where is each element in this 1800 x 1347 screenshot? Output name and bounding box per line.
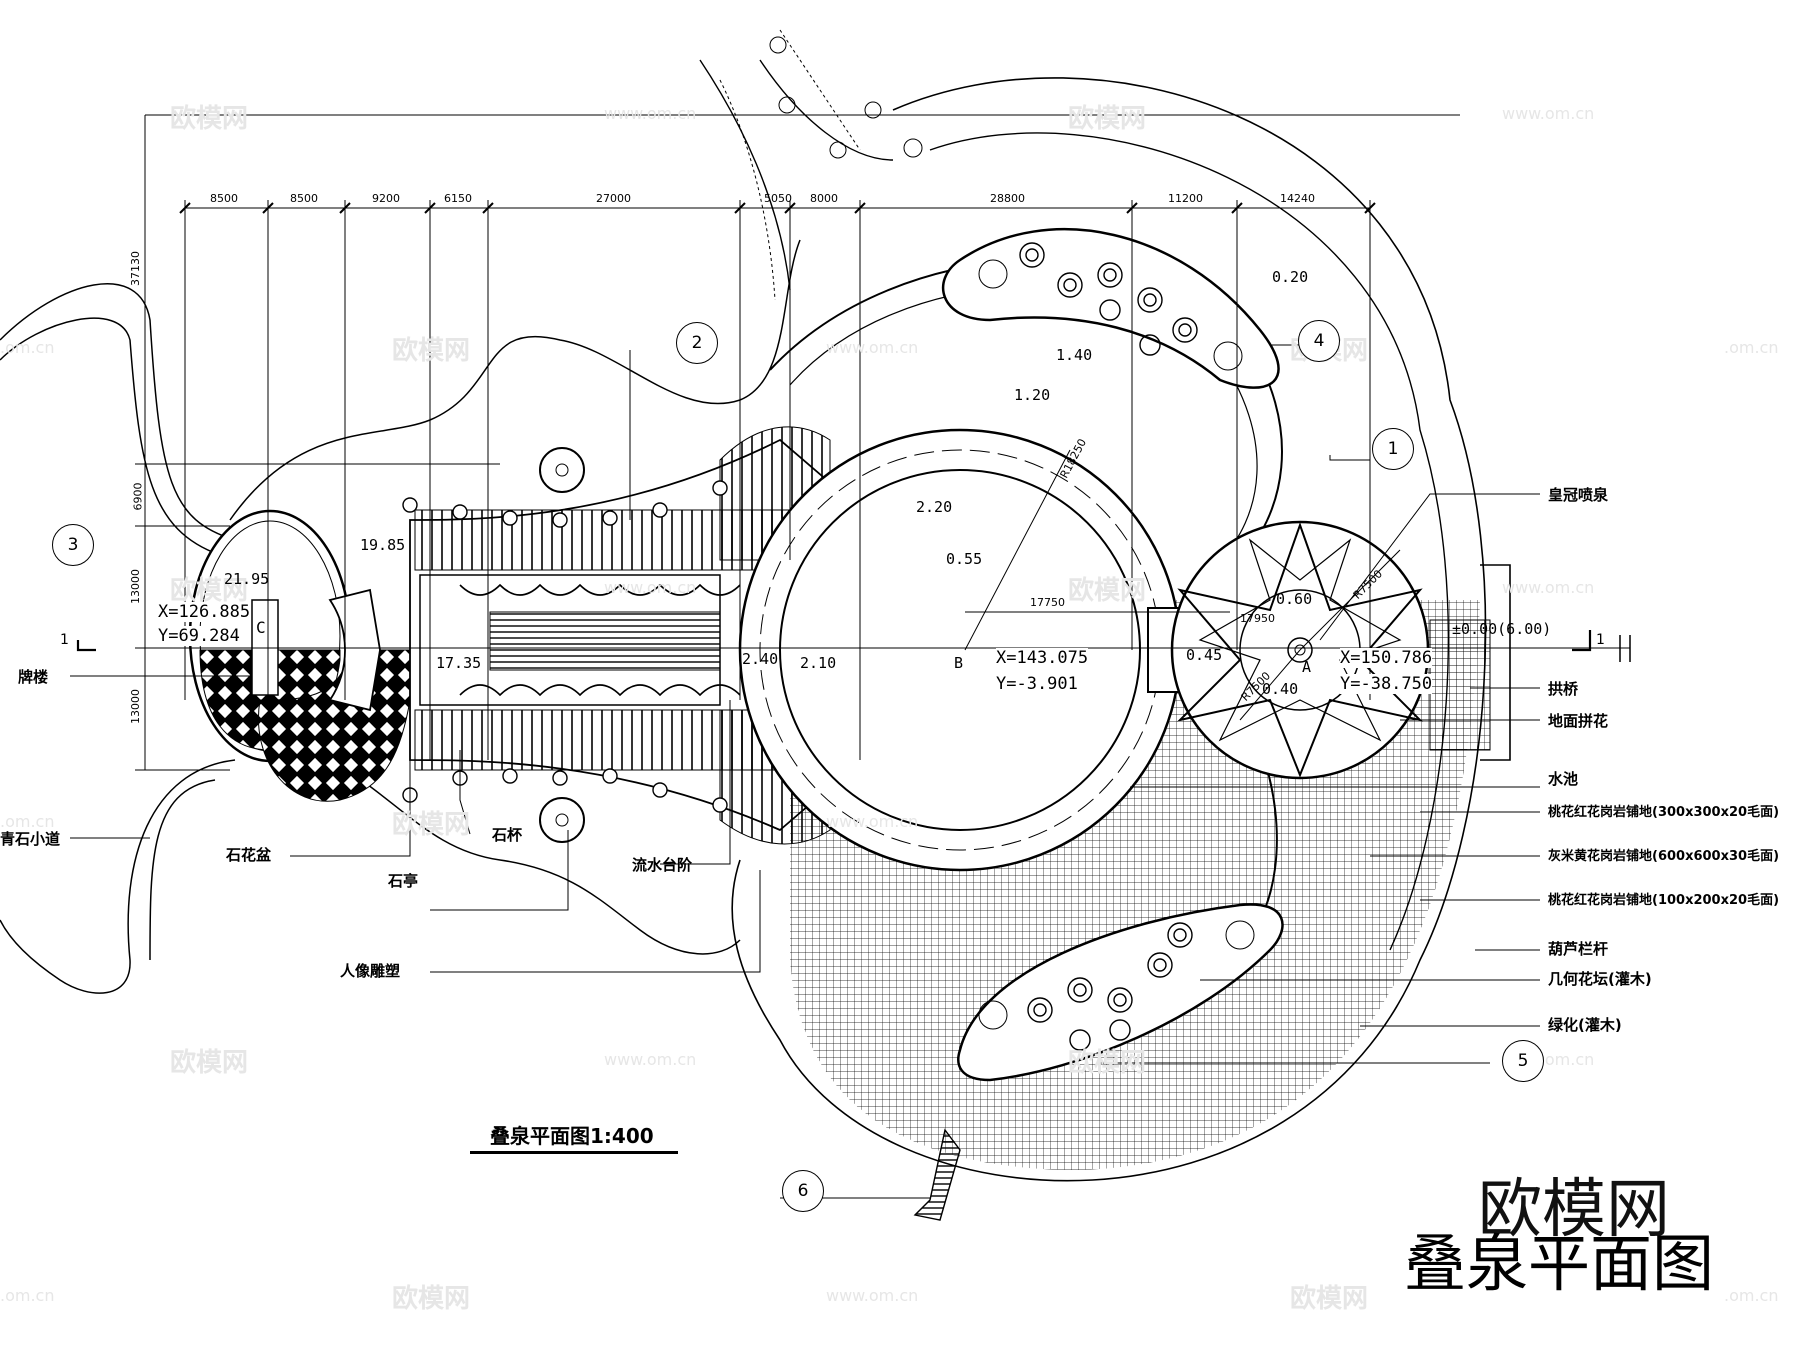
elevation-label: 1.40 [1056, 346, 1093, 364]
elevation-label: 0.60 [1276, 590, 1313, 608]
label-greenery: 绿化(灌木) [1548, 1016, 1622, 1034]
coordinate-b-label: B [954, 654, 964, 672]
label-crown-fountain: 皇冠喷泉 [1548, 486, 1609, 504]
dimension-label: 8500 [210, 192, 238, 205]
elevation-label: 1.20 [1014, 386, 1051, 404]
callout-number: 5 [1502, 1040, 1544, 1082]
label-pailou: 牌楼 [18, 668, 49, 686]
watermark-brand: 欧模网 [1068, 104, 1147, 134]
watermark-domain: .om.cn [1724, 1286, 1779, 1305]
callout-number: 3 [52, 524, 94, 566]
elevation-label: 21.95 [224, 570, 270, 588]
elevation-label: ±0.00(6.00) [1452, 620, 1552, 638]
elevation-label: 2.20 [916, 498, 953, 516]
label-gourd-railing: 葫芦栏杆 [1548, 940, 1609, 958]
callout-number: 4 [1298, 320, 1340, 362]
watermark-brand: 欧模网 [170, 104, 249, 134]
elevation-label: 17.35 [436, 654, 482, 672]
watermark-domain: .om.cn [1724, 338, 1779, 357]
label-stone-cup: 石杯 [492, 826, 523, 844]
watermark-url: www.om.cn [604, 578, 697, 597]
label-stone-path: 青石小道 [0, 830, 61, 848]
watermark-domain: .om.cn [0, 1286, 55, 1305]
label-stone-planter: 石花盆 [226, 846, 272, 864]
coordinate-b-x: X=143.075 [996, 648, 1089, 668]
dimension-label: 37130 [129, 251, 142, 286]
dimension-label: 17750 [1030, 596, 1065, 609]
big-title: 叠泉平面图 [1404, 1227, 1715, 1300]
label-pool: 水池 [1548, 770, 1579, 788]
elevation-label: 2.40 [742, 650, 779, 668]
label-paving-red-100: 桃花红花岗岩铺地(100x200x20毛面) [1548, 893, 1780, 908]
brand-watermark: 欧模网 [1478, 1173, 1670, 1247]
coordinate-c-y: Y=69.284 [158, 626, 240, 646]
dimension-label: 6150 [444, 192, 472, 205]
label-statue: 人像雕塑 [340, 962, 401, 980]
elevation-label: 0.20 [1272, 268, 1309, 286]
watermark-domain: .om.cn [0, 812, 55, 831]
watermark-url: www.om.cn [1502, 578, 1595, 597]
upper-flowerbed [942, 227, 1280, 389]
watermark-brand: 欧模网 [1290, 1284, 1369, 1314]
watermark-url: www.om.cn [604, 1050, 697, 1069]
label-arch-bridge: 拱桥 [1548, 680, 1579, 698]
watermark-brand: 欧模网 [1068, 576, 1147, 606]
callout-number: 6 [782, 1170, 824, 1212]
watermark-url: www.om.cn [826, 338, 919, 357]
coordinate-a-label: A [1302, 658, 1312, 676]
coordinate-b-y: Y=-3.901 [996, 674, 1078, 694]
label-geometric-bed: 几何花坛(灌木) [1548, 970, 1652, 988]
dimension-label: 27000 [596, 192, 631, 205]
watermark-url: www.om.cn [1502, 104, 1595, 123]
elevation-label: 19.85 [360, 536, 406, 554]
label-paving-red-300: 桃花红花岗岩铺地(300x300x20毛面) [1548, 805, 1780, 820]
dimension-label: 14240 [1280, 192, 1315, 205]
elevation-label: 0.55 [946, 550, 983, 568]
watermark-brand: 欧模网 [392, 336, 471, 366]
watermark-url: www.om.cn [826, 812, 919, 831]
dimension-label: 8500 [290, 192, 318, 205]
title-underline [470, 1151, 678, 1154]
dimension-label: 13000 [129, 569, 142, 604]
coordinate-a-y: Y=-38.750 [1340, 674, 1433, 694]
callout-number: 2 [676, 322, 718, 364]
dimension-label: 28800 [990, 192, 1025, 205]
elevation-label: 0.40 [1262, 680, 1299, 698]
callout-number: 1 [1372, 428, 1414, 470]
watermark-url: www.om.cn [826, 1286, 919, 1305]
coordinate-c-x: X=126.885 [158, 602, 251, 622]
watermark-domain: .om.cn [0, 338, 55, 357]
dimension-label: 8000 [810, 192, 838, 205]
dimension-label: 6900 [131, 482, 145, 511]
coordinate-a-x: X=150.786 [1340, 648, 1433, 668]
section-mark: 1 [1596, 632, 1605, 648]
dimension-label: 13000 [129, 689, 142, 724]
watermark-brand: 欧模网 [170, 576, 249, 606]
dimension-label: 17950 [1240, 612, 1275, 625]
dimension-label: 11200 [1168, 192, 1203, 205]
label-stone-pavilion: 石亭 [388, 872, 419, 890]
dimension-label: 9200 [372, 192, 400, 205]
watermark-url: www.om.cn [604, 104, 697, 123]
outer-boundary-line [731, 77, 1487, 1182]
drawing-title: 叠泉平面图1:400 [490, 1124, 654, 1148]
section-mark: 1 [60, 632, 69, 648]
watermark-brand: 欧模网 [1068, 1048, 1147, 1078]
coordinate-c-label: C [256, 618, 266, 637]
dimension-label: 5050 [764, 192, 792, 205]
lower-flowerbed [957, 903, 1284, 1082]
label-paving-beige-600: 灰米黄花岗岩铺地(600x600x30毛面) [1548, 849, 1780, 864]
watermark-brand: 欧模网 [170, 1048, 249, 1078]
label-water-steps: 流水台阶 [632, 856, 693, 874]
elevation-label: 2.10 [800, 654, 837, 672]
watermark-brand: 欧模网 [392, 810, 471, 840]
watermark-brand: 欧模网 [392, 1284, 471, 1314]
elevation-label: 0.45 [1186, 646, 1223, 664]
label-ground-pattern: 地面拼花 [1548, 712, 1609, 730]
